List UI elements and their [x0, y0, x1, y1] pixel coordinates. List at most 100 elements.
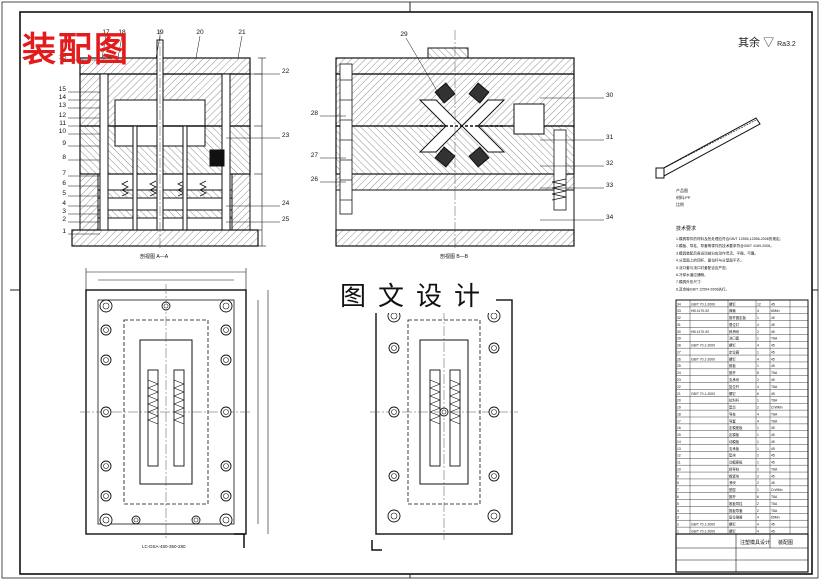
- bottom-dimension-note: LC-DSA-450-350-280: [142, 544, 186, 549]
- bolt-hole-icon: [388, 406, 400, 418]
- tech-note-line: 6.冷却水道应通畅。: [676, 272, 708, 277]
- tech-note-line: 5.浇口套与浇口衬套配合应严密。: [676, 265, 729, 270]
- bom-cell: 20: [677, 399, 681, 403]
- bolt-hole-icon: [100, 354, 112, 366]
- title-block: 注塑模具设计 装配图: [675, 533, 809, 573]
- bom-cell: 导套: [729, 418, 736, 423]
- bom-cell: 13: [677, 447, 681, 451]
- bom-cell: 24: [677, 371, 681, 375]
- bom-cell: 1: [757, 399, 759, 403]
- bom-cell: 45: [771, 474, 775, 478]
- part-number-callout: 11: [59, 120, 66, 127]
- bom-cell: 45: [771, 529, 775, 533]
- bom-cell: 4: [757, 344, 759, 348]
- bom-cell: GB/T 70.1-2000: [691, 344, 715, 348]
- bom-cell: 浇口套: [729, 336, 740, 341]
- bolt-hole-icon: [220, 354, 232, 366]
- bom-cell: 复位弹簧: [729, 515, 743, 520]
- bom-cell: 型腔: [729, 487, 736, 492]
- bom-cell: 16: [677, 426, 681, 430]
- bom-cell: 1: [757, 447, 759, 451]
- bom-cell: 螺钉: [729, 528, 736, 533]
- part-number-callout: 33: [606, 182, 614, 189]
- bom-cell: CrWMn: [771, 488, 783, 492]
- bom-cell: 30: [677, 330, 681, 334]
- part-number-callout: 30: [606, 92, 614, 99]
- bom-cell: T8A: [771, 467, 778, 471]
- part-number-callout: 15: [59, 86, 67, 93]
- bom-cell: 26: [677, 357, 681, 361]
- part-number-callout: 8: [62, 154, 66, 161]
- bom-cell: 4: [757, 357, 759, 361]
- bom-cell: 1: [757, 433, 759, 437]
- bom-cell: 推杆: [729, 494, 736, 499]
- bolt-hole-icon: [100, 490, 112, 502]
- bom-cell: HB 4170-92: [691, 309, 709, 313]
- bom-cell: 推杆固定板: [729, 315, 747, 320]
- bom-cell: 2: [677, 523, 679, 527]
- bom-cell: 23: [677, 378, 681, 382]
- roughness-value: Ra3.2: [777, 41, 796, 48]
- bom-cell: 2: [757, 474, 759, 478]
- bom-cell: 1: [757, 316, 759, 320]
- bom-cell: 螺钉: [729, 522, 736, 527]
- bom-cell: GB/T 70.1-2000: [691, 523, 715, 527]
- bom-cell: 45: [771, 344, 775, 348]
- bom-cell: 2: [757, 502, 759, 506]
- bolt-hole-icon: [388, 342, 400, 354]
- bom-cell: 45: [771, 461, 775, 465]
- bom-cell: T8A: [771, 502, 778, 506]
- bom-cell: 17: [677, 419, 681, 423]
- tech-note-line: 2.模板、导柱、导套等零件的技术要求符合GB/T 4169-2006。: [676, 243, 774, 248]
- sheet-inner-border: [19, 11, 813, 575]
- part-number-callout: 23: [282, 132, 290, 139]
- part-number-callout: 7: [62, 170, 66, 177]
- bolt-hole-icon: [220, 490, 232, 502]
- bolt-hole-icon: [191, 515, 201, 525]
- bom-cell: 18: [677, 412, 681, 416]
- product-part-sketch: 产品图 材料:PP 比例: [655, 117, 761, 207]
- bom-cell: 推板: [729, 363, 736, 368]
- bom-cell: T8A: [771, 337, 778, 341]
- bolt-hole-icon: [488, 470, 500, 482]
- part-number-callout: 10: [59, 128, 67, 135]
- bom-cell: 2: [757, 330, 759, 334]
- bom-cell: 45: [771, 364, 775, 368]
- bom-cell: GB/T 70.1-2000: [691, 529, 715, 533]
- plan-view-fixed-half: [370, 294, 518, 551]
- part-number-callout: 19: [156, 29, 164, 36]
- bom-cell: 螺钉: [729, 343, 736, 348]
- part-number-callout: 34: [606, 214, 614, 221]
- roughness-prefix: 其余: [738, 37, 760, 49]
- bom-cell: 4: [757, 529, 759, 533]
- bom-cell: 27: [677, 350, 681, 354]
- bolt-hole-icon: [439, 407, 449, 417]
- bom-cell: GB/T 70.1-2000: [691, 302, 715, 306]
- bom-cell: CrWMn: [771, 406, 783, 410]
- drawing-title: 装配图: [22, 30, 130, 70]
- bom-cell: 动模座板: [729, 460, 743, 465]
- bom-cell: T8A: [771, 371, 778, 375]
- section-aa-label: 剖视图 A—A: [140, 253, 169, 260]
- bolt-hole-icon: [388, 470, 400, 482]
- bom-cell: 1: [757, 426, 759, 430]
- plan-view-moving-half: LC-DSA-450-350-280: [80, 268, 269, 549]
- bom-cell: 1: [677, 529, 679, 533]
- bom-cell: 限位钉: [729, 322, 740, 327]
- part-number-callout: 3: [62, 208, 66, 215]
- bom-cell: 螺钉: [729, 301, 736, 306]
- part-number-callout: 17: [102, 29, 110, 36]
- bom-cell: 斜滑块: [729, 329, 740, 334]
- roughness-symbol-icon: ▽: [763, 37, 775, 49]
- bom-cell: 45: [771, 481, 775, 485]
- bom-cell: 3: [677, 516, 679, 520]
- bom-cell: T8A: [771, 399, 778, 403]
- bom-cell: 7: [677, 488, 679, 492]
- bom-cell: 推板导柱: [729, 501, 743, 506]
- bom-cell: T8A: [771, 412, 778, 416]
- bom-cell: 型芯: [729, 405, 736, 410]
- bom-cell: 定模座板: [729, 425, 743, 430]
- bom-cell: 动模板: [729, 439, 740, 444]
- bolt-hole-icon: [161, 301, 171, 311]
- bom-cell: 45: [771, 323, 775, 327]
